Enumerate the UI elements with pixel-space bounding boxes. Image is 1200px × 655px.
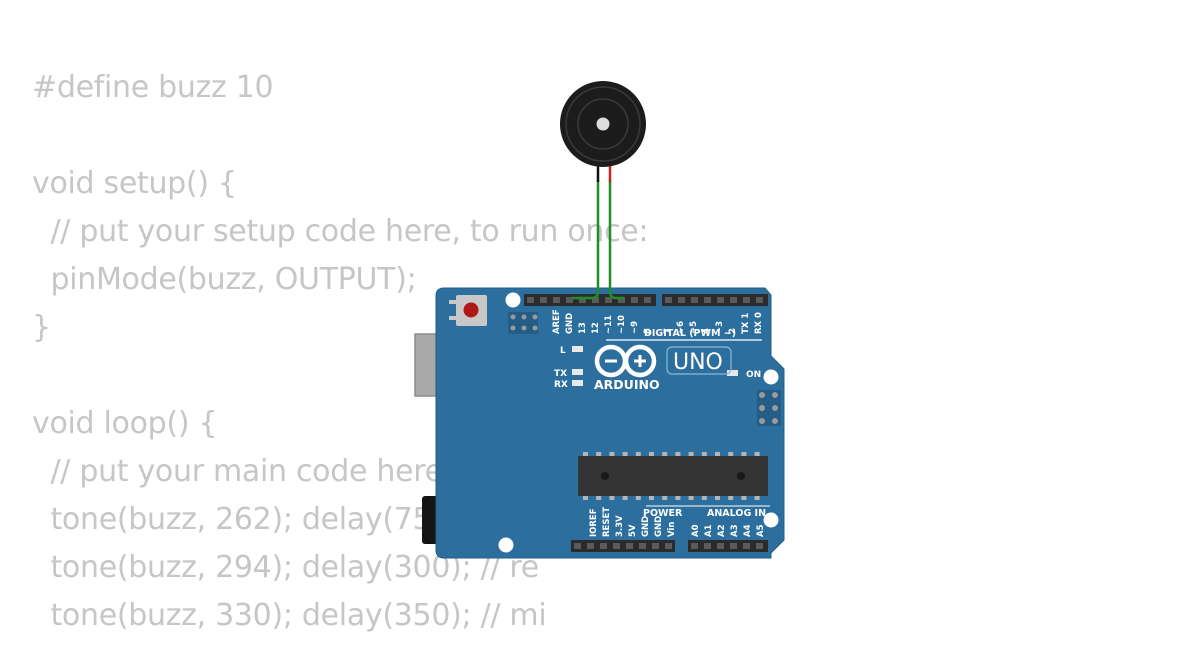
analog-pin-label: A0 [691, 524, 701, 537]
uno-badge: UNO [666, 346, 732, 375]
code-editor-background: #define buzz 10 void setup() { // put you… [32, 64, 725, 655]
analog-pin-label: A2 [717, 524, 727, 537]
digital-pin-label: ~11 [604, 315, 614, 334]
digital-pin-label: RX 0 [754, 312, 764, 334]
code-line: #define buzz 10 [32, 70, 274, 105]
svg-text:UNO: UNO [673, 350, 723, 375]
led-l: L [560, 346, 583, 356]
mounting-hole [505, 292, 521, 308]
reset-button[interactable] [449, 295, 487, 326]
code-line: void loop() { [32, 406, 218, 441]
buzzer-wires[interactable] [572, 180, 624, 300]
svg-text:RX: RX [554, 380, 568, 390]
piezo-buzzer[interactable] [560, 81, 646, 182]
power-header-label: POWER [643, 508, 683, 519]
mounting-hole [498, 537, 514, 553]
power-pin-label: Vin [667, 522, 677, 537]
code-line: void setup() { [32, 166, 237, 201]
code-line: pinMode(buzz, OUTPUT); [32, 262, 417, 297]
analog-pin-label: A3 [730, 524, 740, 537]
digital-pin-label: TX 1 [741, 313, 751, 334]
svg-text:L: L [560, 346, 566, 356]
code-line: tone(buzz, 330); delay(350); // mi [32, 598, 547, 633]
code-line: } [32, 310, 51, 345]
power-pin-label: GND [654, 516, 664, 537]
power-pin-label: RESET [602, 507, 612, 537]
digital-pin-label: 12 [591, 322, 601, 334]
digital-pin-label: 13 [578, 322, 588, 334]
svg-text:ON: ON [746, 370, 761, 380]
analog-header-label: ANALOG IN [707, 508, 766, 519]
power-pin-label: 5V [628, 524, 638, 537]
icsp-header-right [757, 390, 781, 426]
power-pin-label: IOREF [589, 508, 599, 537]
wire-pin10[interactable] [608, 180, 624, 300]
digital-header-right [662, 294, 768, 306]
brand-label: ARDUINO [594, 377, 660, 392]
led-tx: TX [554, 369, 583, 379]
power-pin-label: 3.3V [615, 515, 625, 537]
digital-header-label: DIGITAL (PWM ~) [644, 328, 736, 339]
power-pin-label: GND [641, 516, 651, 537]
led-rx: RX [554, 380, 583, 390]
digital-pin-label: AREF [552, 309, 562, 334]
digital-pin-label: 2 [728, 328, 738, 334]
digital-pin-label: 8 [643, 328, 653, 334]
analog-pin-label: A5 [756, 524, 766, 537]
digital-pin-label: ~10 [617, 315, 627, 334]
digital-pin-label: ~3 [715, 321, 725, 334]
digital-pin-label: ~5 [689, 321, 699, 334]
analog-pin-label: A1 [704, 524, 714, 537]
arduino-logo: ARDUINO [594, 344, 660, 392]
digital-pin-label: GND [565, 313, 575, 334]
analog-pin-label: A4 [743, 524, 753, 537]
digital-pin-label: ~9 [630, 321, 640, 334]
wire-gnd[interactable] [572, 180, 600, 300]
digital-pin-label: 7 [663, 328, 673, 334]
code-line: tone(buzz, 294); delay(300); // re [32, 550, 539, 585]
atmega-chip [578, 452, 768, 500]
led-on: ON [727, 370, 761, 380]
code-line: // put your setup code here, to run once… [32, 214, 649, 249]
mounting-hole [763, 512, 779, 528]
digital-pin-label: ~6 [676, 321, 686, 334]
digital-pin-label: 4 [702, 328, 712, 334]
svg-text:TX: TX [554, 369, 567, 379]
power-header [571, 540, 675, 552]
icsp-header [508, 312, 538, 334]
mounting-hole [763, 369, 779, 385]
